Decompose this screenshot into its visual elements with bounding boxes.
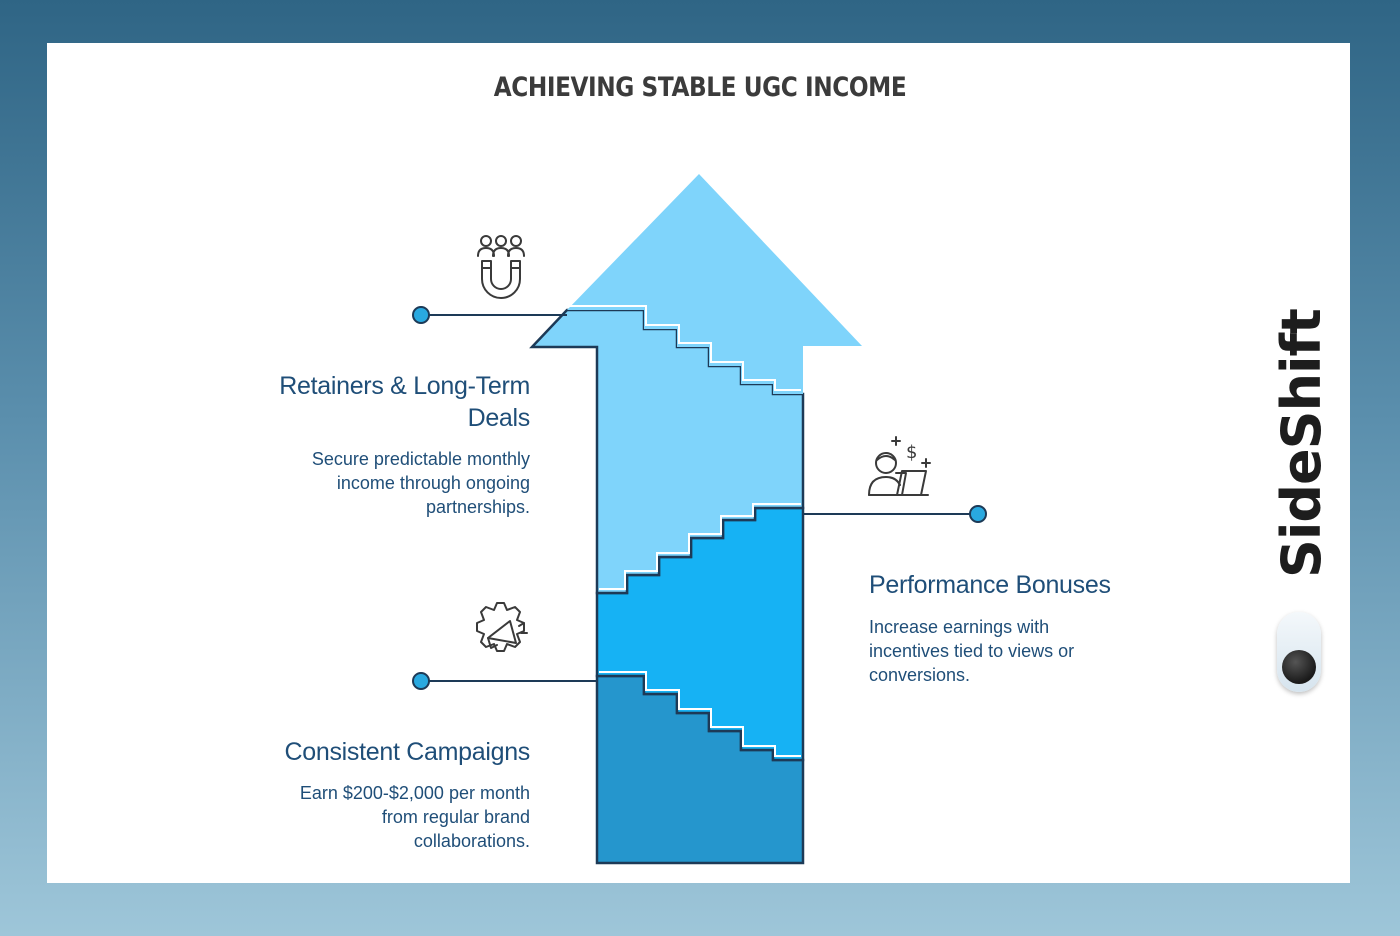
step-highlight-middle: [599, 503, 801, 590]
step-heading-line: Deals: [467, 404, 531, 432]
step-heading-performance-bonuses: Performance Bonuses: [869, 569, 1169, 601]
diagram-title: ACHIEVING STABLE UGC INCOME: [493, 72, 907, 103]
toggle-switch-icon: [1277, 612, 1321, 692]
connector-dot-top: [412, 306, 430, 324]
step-description-performance-bonuses: Increase earnings with incentives tied t…: [869, 615, 1169, 687]
toggle-knob: [1282, 650, 1316, 684]
step-description-line: partnerships.: [425, 497, 530, 517]
step-description-line: conversions.: [869, 665, 971, 685]
svg-text:$: $: [906, 442, 917, 463]
step-heading-line: Retainers & Long-Term: [279, 372, 530, 400]
step-description-line: incentives tied to views or: [869, 641, 1075, 661]
step-description-line: Earn $200-$2,000 per month: [299, 783, 530, 803]
step-description-line: collaborations.: [413, 831, 530, 851]
step-highlight-top: [567, 305, 801, 391]
step-highlight-bottom: [599, 671, 801, 757]
step-heading-line: Consistent Campaigns: [284, 738, 530, 766]
step-heading-line: Performance Bonuses: [869, 571, 1111, 599]
step-description-line: from regular brand: [381, 807, 530, 827]
step-description-retainers: Secure predictable monthly income throug…: [270, 447, 530, 519]
megaphone-gear-icon: [476, 602, 528, 652]
audience-magnet-icon: [477, 235, 525, 299]
creator-earnings-laptop-icon: $: [868, 436, 931, 496]
arrow-head: [567, 174, 862, 394]
connector-dot-bottom: [412, 672, 430, 690]
step-description-consistent-campaigns: Earn $200-$2,000 per month from regular …: [250, 781, 530, 853]
step-description-line: Increase earnings with: [869, 617, 1050, 637]
step-description-line: Secure predictable monthly: [311, 449, 530, 469]
step-description-line: income through ongoing: [336, 473, 530, 493]
connector-dot-middle: [969, 505, 987, 523]
step-heading-consistent-campaigns: Consistent Campaigns: [250, 736, 530, 768]
step-heading-retainers: Retainers & Long-Term Deals: [270, 370, 530, 434]
brand-logo-text: SideShift: [1270, 309, 1333, 578]
